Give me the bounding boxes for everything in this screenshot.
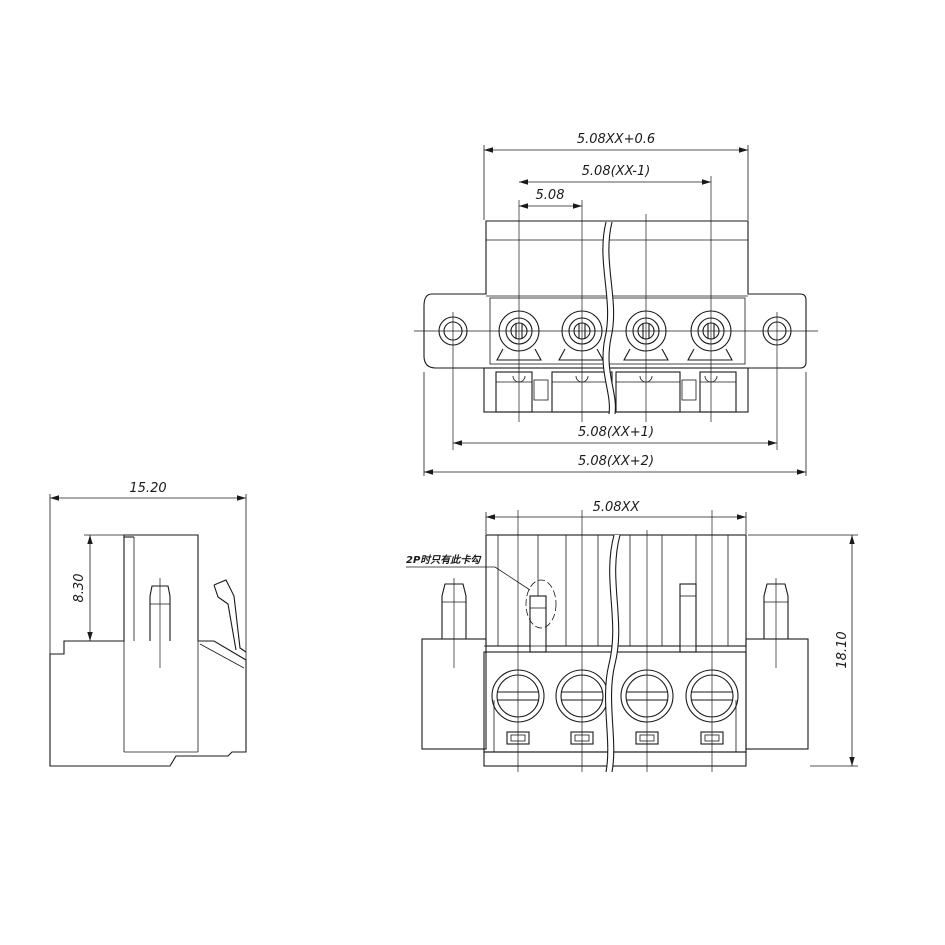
break-line-top [602,222,616,414]
dim-front-width: 5.08XX [593,500,641,515]
screw-heads-top [496,310,733,361]
dim-top-pitch: 5.08 [536,188,565,203]
dim-front-height: 18.10 [835,631,850,668]
dim-top-bottom-span1: 5.08(XX+1) [578,425,654,440]
top-view: 5.08XX+0.6 5.08(XX-1) 5.08 5.08(XX+1) 5.… [414,132,818,476]
latch-callout-circle [525,579,557,629]
test-slots [506,731,724,745]
front-view: 5.08XX 18.10 2P时只有此卡勾 [406,500,858,773]
dim-top-overall: 5.08XX+0.6 [577,132,655,147]
front-flange-right [745,638,809,750]
wire-entry-blocks [483,367,749,413]
side-body-outline [49,534,247,767]
screw-faces-front [491,669,739,723]
dim-side-width: 15.20 [129,481,166,496]
dim-top-bottom-span2: 5.08(XX+2) [578,454,654,469]
dim-side-height: 8.30 [72,574,87,603]
dim-top-pitch-span: 5.08(XX-1) [582,164,651,179]
latch-note: 2P时只有此卡勾 [406,554,482,566]
front-view-centerlines [453,510,777,772]
flange-plate [423,220,807,369]
side-latch [213,579,247,653]
side-view: 15.20 8.30 [49,481,247,767]
top-view-centerlines [414,176,818,450]
